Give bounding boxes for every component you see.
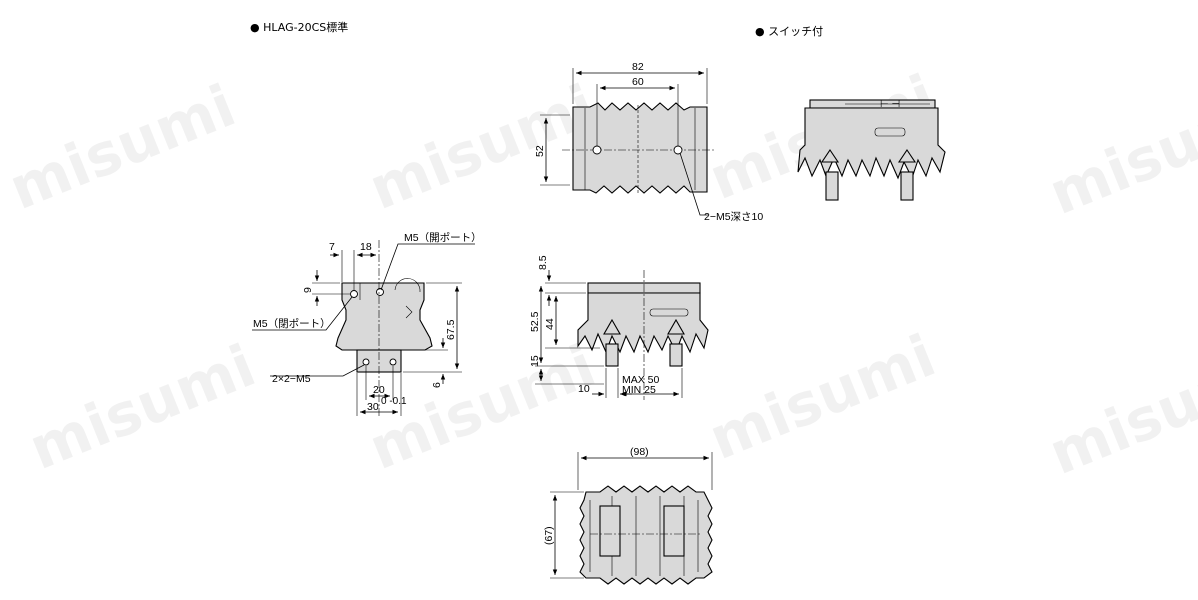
dim-60: 60 xyxy=(632,76,644,88)
bottom-view: (98) (67) xyxy=(543,446,713,585)
finger-tip xyxy=(897,149,917,163)
finger-tip xyxy=(820,149,840,163)
front-body xyxy=(577,292,709,354)
dim-30: 30 xyxy=(367,401,379,413)
watermark: misumi xyxy=(360,71,605,223)
dim-port-top: M5（開ポート） xyxy=(404,232,482,244)
dim-20: 20 xyxy=(373,384,385,396)
dim-side-holes: 2×2−M5 xyxy=(272,373,311,385)
dim-52: 52 xyxy=(534,145,546,157)
finger-pin xyxy=(669,343,683,367)
dim-max: MAX 50 xyxy=(622,374,660,386)
dim-top-holes: 2−M5深さ10 xyxy=(704,211,763,223)
dim-30-tolerance: 0 -0.1 xyxy=(381,396,407,407)
top-view-body xyxy=(572,102,708,194)
front-view: 8.5 52.5 44 15 10 MAX 50 MIN 25 xyxy=(529,255,709,400)
dim-67-5: 67.5 xyxy=(445,319,457,340)
dim-15: 15 xyxy=(529,355,541,367)
watermark: misumi xyxy=(1040,336,1198,488)
bottom-slot xyxy=(599,505,621,557)
svg-text:⊢ ⊣: ⊢ ⊣ xyxy=(880,99,900,110)
dim-82: 82 xyxy=(632,61,644,73)
dim-44: 44 xyxy=(544,318,556,330)
dim-18: 18 xyxy=(360,241,372,253)
dim-98: (98) xyxy=(630,446,649,458)
watermark: misumi xyxy=(20,331,265,483)
watermark: misumi xyxy=(0,71,244,223)
mounting-hole xyxy=(673,145,683,155)
finger-pin xyxy=(605,343,619,367)
finger-tip xyxy=(667,318,685,335)
dim-7: 7 xyxy=(329,241,335,253)
dim-min: MIN 25 xyxy=(622,384,656,396)
switch-view: ⊢ ⊣ xyxy=(797,99,946,201)
header-standard: ● HLAG-20CS標準 xyxy=(250,20,348,34)
watermark: misumi xyxy=(700,321,945,473)
mounting-hole xyxy=(592,145,602,155)
dim-port-left: M5（閉ポート） xyxy=(253,318,331,330)
bottom-slot xyxy=(663,505,685,557)
header-switch: ● スイッチ付 xyxy=(755,25,823,38)
dim-67: (67) xyxy=(543,526,555,545)
finger-pin xyxy=(825,171,839,201)
top-view: 82 60 52 2−M5深さ10 xyxy=(534,61,763,223)
dim-9: 9 xyxy=(302,287,314,293)
dim-52-5: 52.5 xyxy=(529,311,541,332)
dim-8-5: 8.5 xyxy=(537,255,549,270)
dim-6: 6 xyxy=(431,382,443,388)
dim-10: 10 xyxy=(578,383,590,395)
finger-tip xyxy=(603,318,621,335)
watermark: misumi xyxy=(1040,76,1198,228)
side-view: 7 18 M5（開ポート） 9 M5（閉ポート） 67.5 6 2×2−M5 2… xyxy=(252,232,482,418)
finger-pin xyxy=(900,171,914,201)
